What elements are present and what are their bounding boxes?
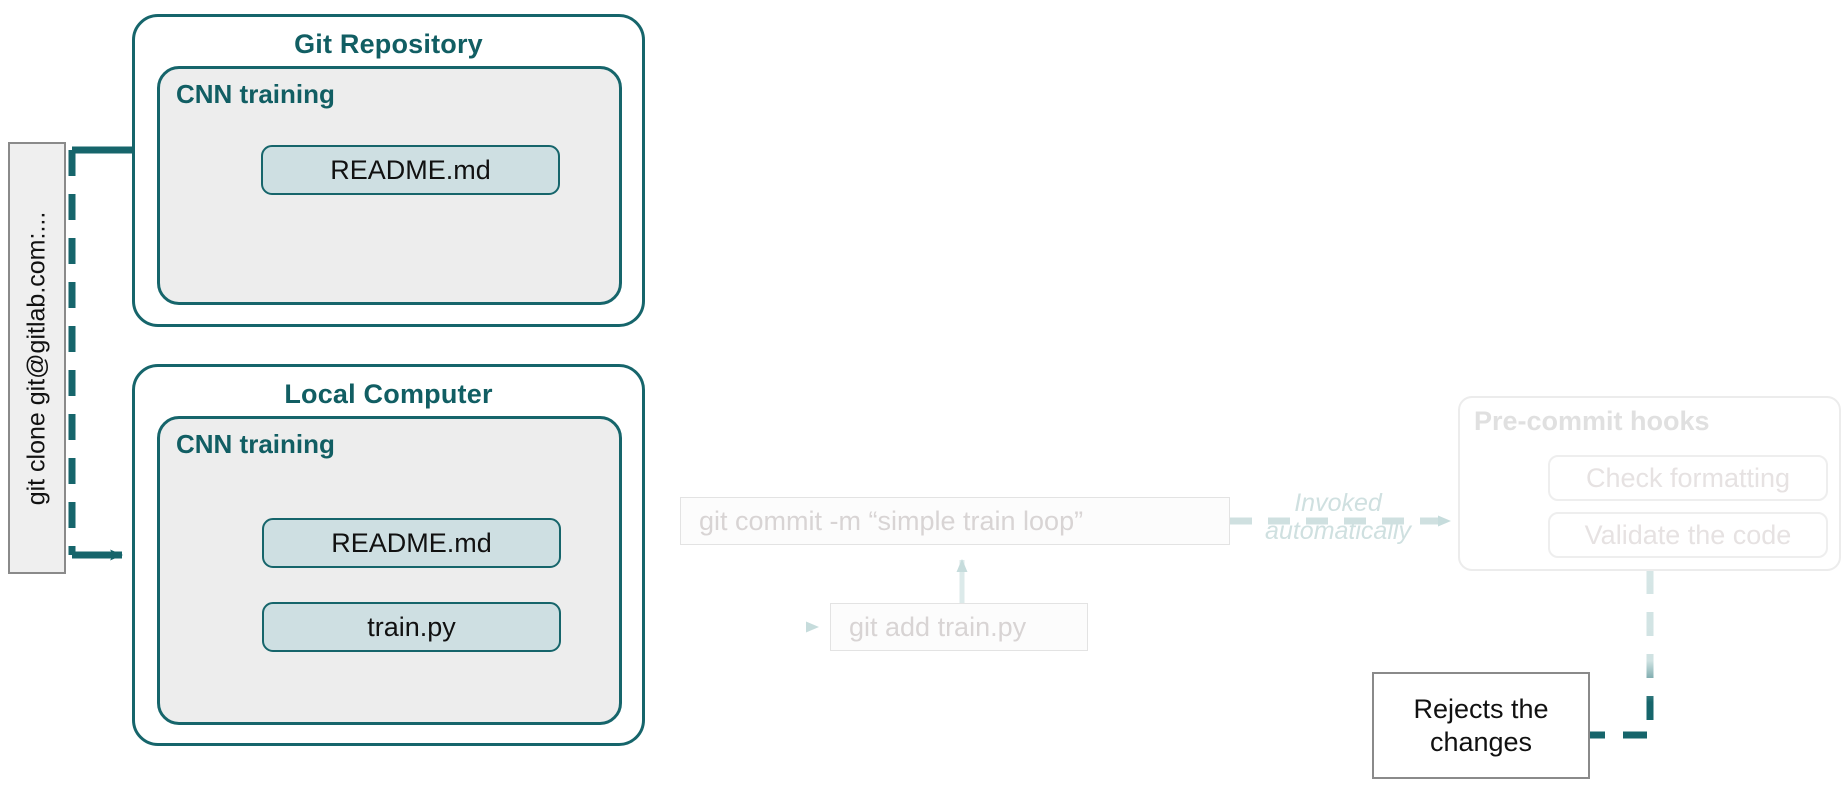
rejects-changes-line1: Rejects the — [1413, 693, 1549, 724]
pre-commit-hooks-title: Pre-commit hooks — [1474, 406, 1710, 436]
invoked-automatically-annotation: Invoked automatically — [1240, 489, 1436, 545]
git-add-command-box[interactable]: git add train.py — [830, 603, 1088, 651]
local-file-trainpy[interactable]: train.py — [262, 602, 561, 652]
repo-file-readme[interactable]: README.md — [261, 145, 560, 195]
local-cnn-training-group[interactable]: CNN training — [157, 416, 622, 725]
local-computer-title: Local Computer — [284, 379, 493, 409]
local-file-trainpy-label: train.py — [367, 611, 456, 642]
invoked-annotation-line1: Invoked — [1294, 489, 1382, 517]
local-cnn-training-title: CNN training — [176, 429, 335, 459]
repo-file-readme-label: README.md — [330, 154, 491, 185]
git-clone-label: git clone git@gitlab.com:... — [8, 142, 66, 574]
hook-item-check-formatting[interactable]: Check formatting — [1548, 455, 1828, 501]
invoked-annotation-line2: automatically — [1265, 516, 1411, 545]
git-commit-command-box[interactable]: git commit -m “simple train loop” — [680, 497, 1230, 545]
repo-cnn-training-title: CNN training — [176, 79, 335, 109]
local-file-readme-label: README.md — [331, 527, 492, 558]
hook-item-validate-code[interactable]: Validate the code — [1548, 512, 1828, 558]
hook-item-validate-code-label: Validate the code — [1584, 519, 1792, 550]
rejects-changes-box[interactable]: Rejects the changes — [1372, 672, 1590, 779]
git-clone-label-text: git clone git@gitlab.com:... — [22, 211, 51, 505]
git-repository-title: Git Repository — [294, 29, 483, 59]
local-file-readme[interactable]: README.md — [262, 518, 561, 568]
rejects-changes-line2: changes — [1429, 726, 1533, 757]
git-commit-command-text: git commit -m “simple train loop” — [699, 505, 1084, 536]
git-clone-connector — [68, 146, 134, 561]
hooks-to-rejects-connector — [1577, 570, 1654, 741]
git-add-command-text: git add train.py — [849, 611, 1027, 642]
hook-item-check-formatting-label: Check formatting — [1585, 462, 1791, 493]
